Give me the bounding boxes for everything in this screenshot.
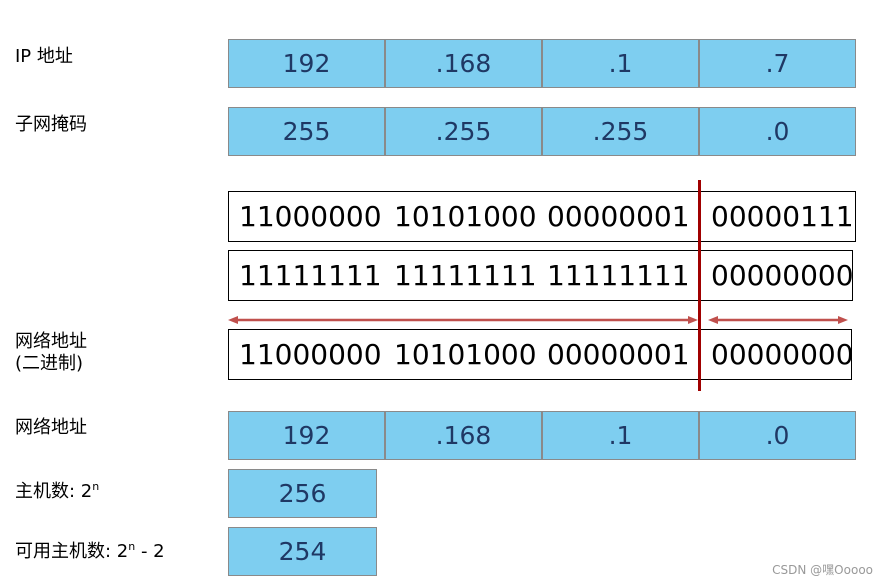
ip-row: 192.168.1.7 [228,39,856,88]
mask-octet: 255 [228,107,385,156]
arrow-head [228,316,238,324]
bin-octet: 11000000 [239,338,382,371]
usable-text: 可用主机数: 2 [15,541,129,562]
usable-row: 254 [228,527,377,576]
bin-octet: 00000001 [547,338,690,371]
arrow-head [708,316,718,324]
mask-row: 255.255.255.0 [228,107,856,156]
hosts-value: 256 [228,469,377,518]
ip-binary-row: 11000000 10101000 00000001 00000111 [228,191,856,242]
label-hosts: 主机数: 2n [15,476,99,503]
ip-octet: .7 [699,39,856,88]
hosts-row: 256 [228,469,377,518]
arrow-head [688,316,698,324]
label-net-bin-1: 网络地址 [15,331,87,352]
label-net: 网络地址 [15,417,87,438]
net-octet: .0 [699,411,856,460]
bin-octet: 10101000 [394,200,537,233]
net-octet: .168 [385,411,542,460]
usable-sup: n [128,540,136,553]
bin-octet: 00000111 [711,200,854,233]
mask-boundary-line [698,180,701,391]
bin-octet: 10101000 [394,338,537,371]
hosts-text: 主机数: 2 [15,481,93,502]
usable-value: 254 [228,527,377,576]
mask-binary-row: 11111111 11111111 11111111 00000000 [228,250,854,301]
ip-octet: .168 [385,39,542,88]
label-mask: 子网掩码 [15,114,87,135]
ip-octet: 192 [228,39,385,88]
range-arrows [228,316,848,324]
bin-octet: 11111111 [239,259,382,292]
bin-octet: 11111111 [547,259,690,292]
net-octet: 192 [228,411,385,460]
net-row: 192.168.1.0 [228,411,856,460]
mask-octet: .0 [699,107,856,156]
hosts-sup: n [92,480,100,493]
label-ip: IP 地址 [15,46,73,67]
bin-octet: 11000000 [239,200,382,233]
bin-octet: 11111111 [394,259,537,292]
arrow-head [838,316,848,324]
net-octet: .1 [542,411,699,460]
bin-octet: 00000000 [711,259,854,292]
bin-octet: 00000001 [547,200,690,233]
bin-octet: 00000000 [711,338,854,371]
usable-tail: - 2 [135,541,165,562]
label-net-bin-2: (二进制) [15,353,84,374]
ip-octet: .1 [542,39,699,88]
net-binary-row: 11000000 10101000 00000001 00000000 [228,329,854,380]
watermark: CSDN @嘿Ooooo [772,563,873,577]
label-usable: 可用主机数: 2n - 2 [15,536,165,563]
label-net-bin: 网络地址(二进制) [15,331,87,375]
mask-octet: .255 [542,107,699,156]
mask-octet: .255 [385,107,542,156]
